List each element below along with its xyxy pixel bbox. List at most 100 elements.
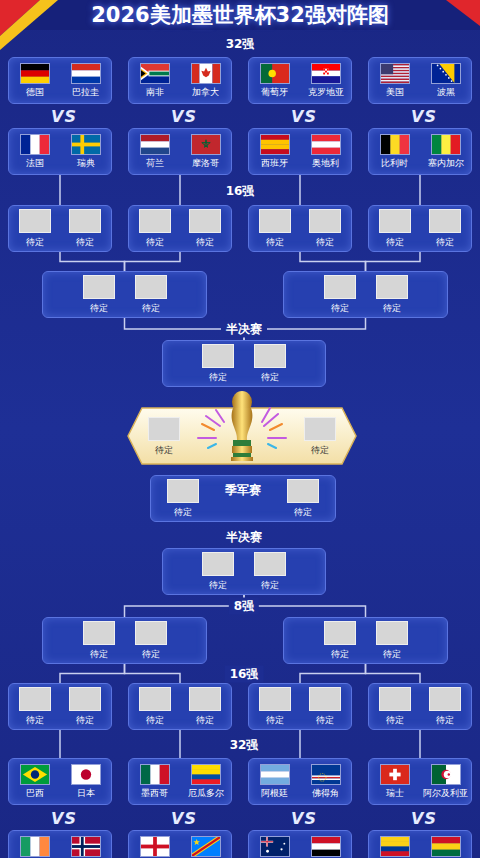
team-placeholder (304, 417, 336, 441)
team-name: 待定 (26, 237, 44, 248)
team-placeholder (202, 344, 234, 368)
team-name: 待定 (146, 237, 164, 248)
match-box: 西班牙奥地利 (248, 128, 352, 175)
partial-match-box (368, 830, 472, 858)
team-pair (9, 831, 111, 858)
slot-row: 比利时 塞内加尔 (369, 129, 471, 174)
team-slot: 待定 (161, 479, 205, 518)
round-label: 半决赛 (221, 321, 267, 338)
team-name: 待定 (331, 303, 349, 314)
team-flag (72, 64, 100, 83)
bracket-connector (125, 595, 245, 617)
match-box: 瑞士 阿尔及利亚 (368, 758, 472, 805)
team-slot: 待定 (15, 687, 55, 726)
slot-row: 美国波黑 (369, 58, 471, 103)
team-name: 待定 (196, 715, 214, 726)
team-slot: 巴拉圭 (60, 64, 111, 98)
team-slot: 待定 (281, 479, 325, 518)
team-name: 待定 (26, 715, 44, 726)
team-name: 待定 (76, 715, 94, 726)
team-placeholder (259, 687, 291, 711)
slot-row: 葡萄牙克罗地亚 (249, 58, 351, 103)
team-slot (300, 837, 351, 856)
team-slot: 待定 (318, 275, 362, 314)
team-slot: 待定 (255, 687, 295, 726)
team-name: 厄瓜多尔 (188, 788, 224, 799)
team-slot: 瑞士 (369, 765, 420, 799)
team-placeholder (69, 687, 101, 711)
team-name: 待定 (331, 649, 349, 660)
bracket-connector (60, 664, 125, 683)
bracket-connector (179, 730, 181, 758)
team-name: 日本 (77, 788, 95, 799)
team-slot: 阿尔及利亚 (420, 765, 471, 799)
team-placeholder (189, 209, 221, 233)
pending-box: 待定待定 (162, 340, 326, 387)
team-slot: 待定 (196, 344, 240, 383)
team-name: 待定 (196, 237, 214, 248)
round-label: 32强 (226, 36, 255, 53)
team-slot: 葡萄牙 (249, 64, 300, 98)
team-name: 瑞士 (386, 788, 404, 799)
team-slot (60, 837, 111, 856)
pending-box: 待定待定 (283, 617, 448, 664)
slot-row: 待定待定 (284, 272, 447, 317)
slot-row: 德国巴拉圭 (9, 58, 111, 103)
match-box: 美国波黑 (368, 57, 472, 104)
team-slot: 法国 (9, 135, 60, 169)
team-placeholder (379, 209, 411, 233)
pending-box: 待定待定 (8, 205, 112, 252)
team-placeholder (309, 687, 341, 711)
team-placeholder (69, 209, 101, 233)
team-name: 巴拉圭 (72, 87, 99, 98)
slot-row: 法国瑞典 (9, 129, 111, 174)
team-name: 待定 (316, 715, 334, 726)
slot-row: 西班牙奥地利 (249, 129, 351, 174)
team-name: 待定 (436, 237, 454, 248)
slot-row: 瑞士 阿尔及利亚 (369, 759, 471, 804)
match-box: 南非加拿大 (128, 57, 232, 104)
pending-box: 待定待定 (42, 271, 207, 318)
team-slot: 待定 (425, 687, 465, 726)
bracket-connector (179, 175, 181, 205)
match-box: 法国瑞典 (8, 128, 112, 175)
team-name: 塞内加尔 (428, 158, 464, 169)
team-slot: 日本 (60, 765, 111, 799)
slot-row: 待定待定 (163, 549, 325, 594)
team-name: 比利时 (381, 158, 408, 169)
team-slot: 塞内加尔 (420, 135, 471, 169)
bracket-connector (366, 664, 421, 683)
team-slot (180, 837, 231, 856)
team-placeholder (309, 209, 341, 233)
team-name: 待定 (386, 715, 404, 726)
slot-row: 待定待定 (163, 341, 325, 386)
slot-row: 待定待定 (43, 272, 206, 317)
team-name: 待定 (311, 445, 329, 456)
team-name: 佛得角 (312, 788, 339, 799)
team-flag (192, 837, 220, 856)
vs-mark: VS (51, 809, 77, 828)
team-slot: 待定 (185, 687, 225, 726)
slot-row: 待定季军赛待定 (151, 476, 335, 521)
team-slot (249, 837, 300, 856)
pending-box: 待定待定 (248, 683, 352, 730)
team-slot: 待定 (425, 209, 465, 248)
team-placeholder (139, 209, 171, 233)
team-flag (141, 135, 169, 154)
team-slot (129, 837, 180, 856)
team-slot: 待定 (15, 209, 55, 248)
slot-row: 待定待定 (9, 206, 111, 251)
team-slot: 待定 (248, 344, 292, 383)
match-box: 比利时 塞内加尔 (368, 128, 472, 175)
team-slot: 荷兰 (129, 135, 180, 169)
bracket-connector (366, 252, 421, 271)
team-slot: 待定 (135, 209, 175, 248)
team-placeholder (139, 687, 171, 711)
team-slot: 瑞典 (60, 135, 111, 169)
team-flag (312, 135, 340, 154)
team-slot: 墨西哥 (129, 765, 180, 799)
match-box: 德国巴拉圭 (8, 57, 112, 104)
team-placeholder (376, 275, 408, 299)
team-flag (381, 837, 409, 856)
team-slot: 奥地利 (300, 135, 351, 169)
